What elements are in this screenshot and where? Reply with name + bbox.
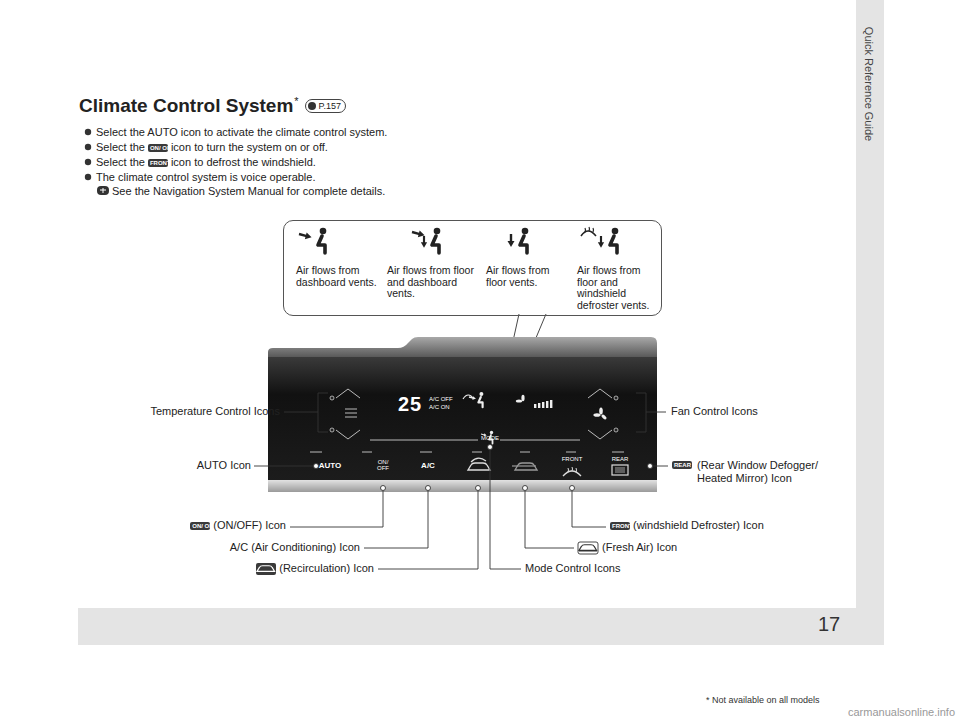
mode-description: Air flows from floor vents. <box>486 265 570 288</box>
title: Climate Control System <box>79 95 293 117</box>
mode-description: Air flows from dashboard vents. <box>296 265 380 288</box>
icon-label: ON/ OFF <box>148 144 168 152</box>
text-line: Select the <box>96 141 145 154</box>
text-line: See the Navigation System Manual for com… <box>112 185 385 198</box>
callout-label: (Fresh Air) Icon <box>602 541 677 554</box>
icon-label: ON/ OFF <box>190 522 210 530</box>
text-line: Select the AUTO icon to activate the cli… <box>96 126 387 139</box>
panel-label: REAR <box>612 456 629 463</box>
mode-description: Air flows from floor and windshield defr… <box>577 265 657 311</box>
panel-label: A/C ON <box>429 404 450 411</box>
callout-label: AUTO Icon <box>197 459 251 472</box>
text-row: FRONT(windshield Defroster) Icon <box>610 519 764 532</box>
text-row: Select theON/ OFFicon to turn the system… <box>96 141 328 154</box>
text-row: Climate Control System* P.157 <box>79 95 346 117</box>
text-line: icon to defrost the windshield. <box>171 156 316 169</box>
callout-label: Temperature Control Icons <box>150 405 280 418</box>
text-line: icon to turn the system on or off. <box>171 141 328 154</box>
callout-label: (ON/OFF) Icon <box>213 519 286 532</box>
panel-label: A/C <box>421 461 435 470</box>
mode-legend-box: Air flows from dashboard vents. Air flows… <box>283 220 662 316</box>
mode-description: Air flows from floor and dashboard vents… <box>387 265 477 300</box>
callout-label: Fan Control Icons <box>671 405 758 418</box>
callout-label: (Recirculation) Icon <box>279 562 374 575</box>
panel-label: A/C OFF <box>429 396 453 403</box>
callout-label: Mode Control Icons <box>525 562 620 575</box>
panel-label: MODE <box>481 435 499 442</box>
text-line: Select the <box>96 156 145 169</box>
panel-label: AUTO <box>319 461 342 470</box>
page-number: 17 <box>818 613 840 636</box>
watermark: carmanualsonline.info <box>848 706 955 718</box>
panel-label: FRONT <box>562 456 583 463</box>
footnote: * Not available on all models <box>706 695 820 705</box>
callout-label: (Rear Window Defogger/ Heated Mirror) Ic… <box>697 459 837 485</box>
panel-label: ON/ OFF <box>376 459 390 471</box>
footnote-mark: * <box>294 95 298 107</box>
callout-label: A/C (Air Conditioning) Icon <box>230 541 360 554</box>
temperature-readout: 25 <box>398 393 422 416</box>
icon-label: REAR <box>672 461 692 469</box>
text-row: Select theFRONTicon to defrost the winds… <box>96 156 316 169</box>
text-row: ON/ OFF(ON/OFF) Icon <box>190 519 286 532</box>
section-tab: Quick Reference Guide <box>863 27 875 141</box>
icon-label: FRONT <box>610 522 630 530</box>
icon-label: FRONT <box>148 159 168 167</box>
callout-label: (windshield Defroster) Icon <box>633 519 764 532</box>
text-line: The climate control system is voice oper… <box>96 171 315 184</box>
page-reference: P.157 <box>305 99 346 113</box>
